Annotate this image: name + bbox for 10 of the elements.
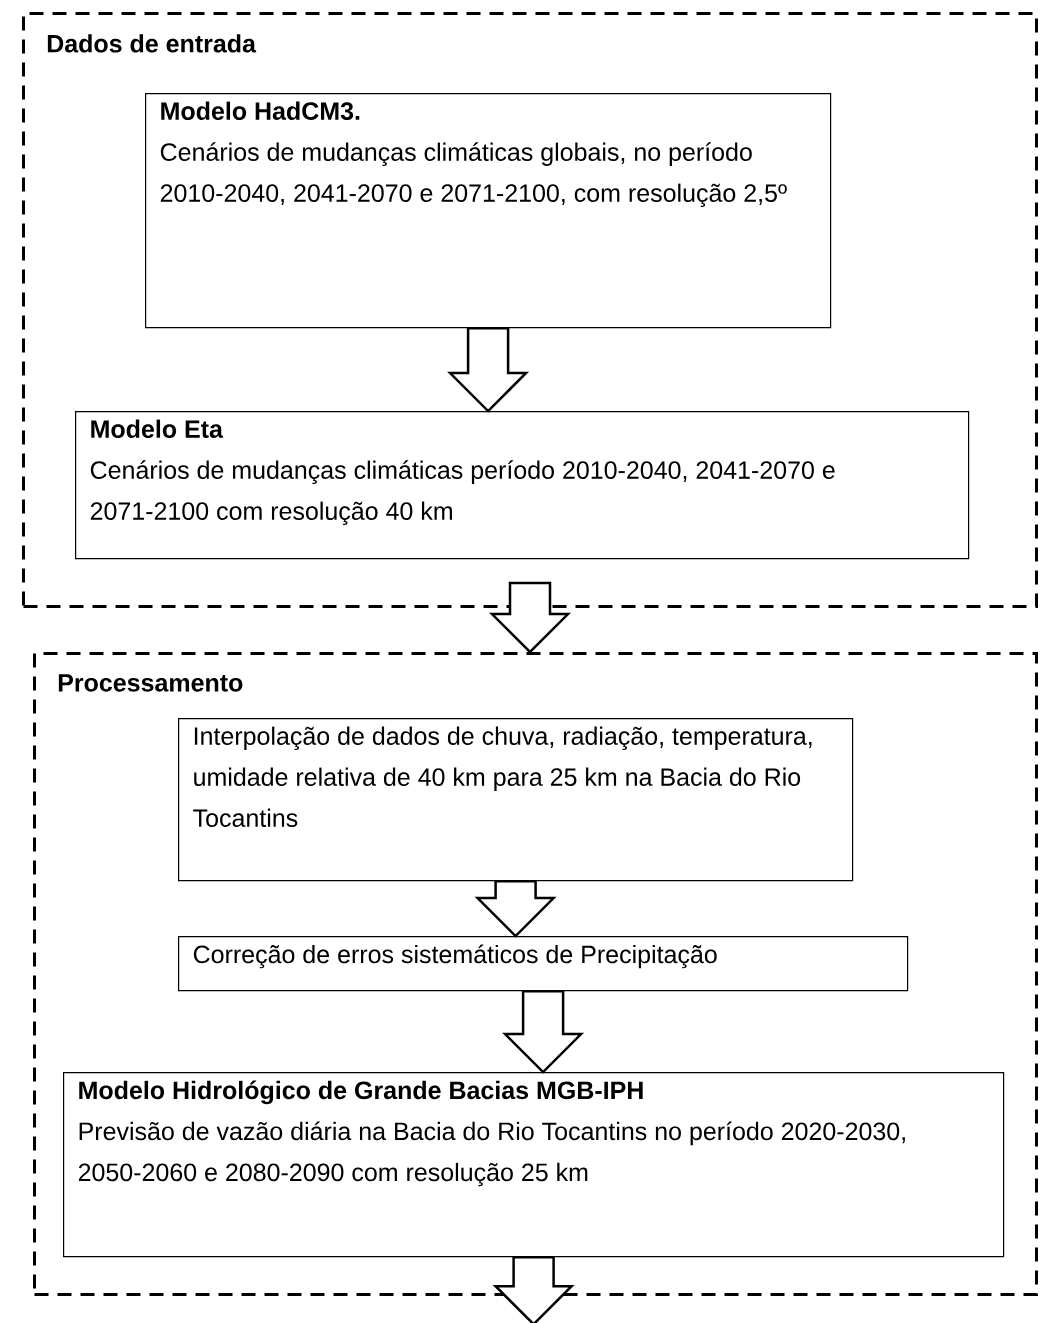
block-arrow	[492, 1255, 575, 1323]
process-box: Correção de erros sistemáticos de Precipitação	[178, 936, 909, 992]
block-arrow	[447, 326, 530, 413]
process-box: Modelo HadCM3. Cenários de mudanças climáticas globais, no período 2010-2040, 2041-2070 e 2071-2100, com resolução 2,5º	[145, 93, 832, 329]
process-box: Modelo Hidrológico de Grande Bacias MGB-IPH Previsão de vazão diária na Bacia do Rio Tocantins no período 2020-2030, 2050-2060 e 2080-2090 com resolução 25 km	[63, 1072, 1005, 1258]
block-arrow	[489, 581, 571, 654]
process-box: Modelo Eta Cenários de mudanças climáticas período 2010-2040, 2041-2070 e 2071-2100 com resolução 40 km	[75, 411, 970, 560]
process-box: Interpolação de dados de chuva, radiação, temperatura, umidade relativa de 40 km para 25 km na Bacia do Rio Tocantins	[178, 718, 854, 882]
block-arrow	[474, 879, 557, 938]
block-arrow	[502, 989, 585, 1074]
